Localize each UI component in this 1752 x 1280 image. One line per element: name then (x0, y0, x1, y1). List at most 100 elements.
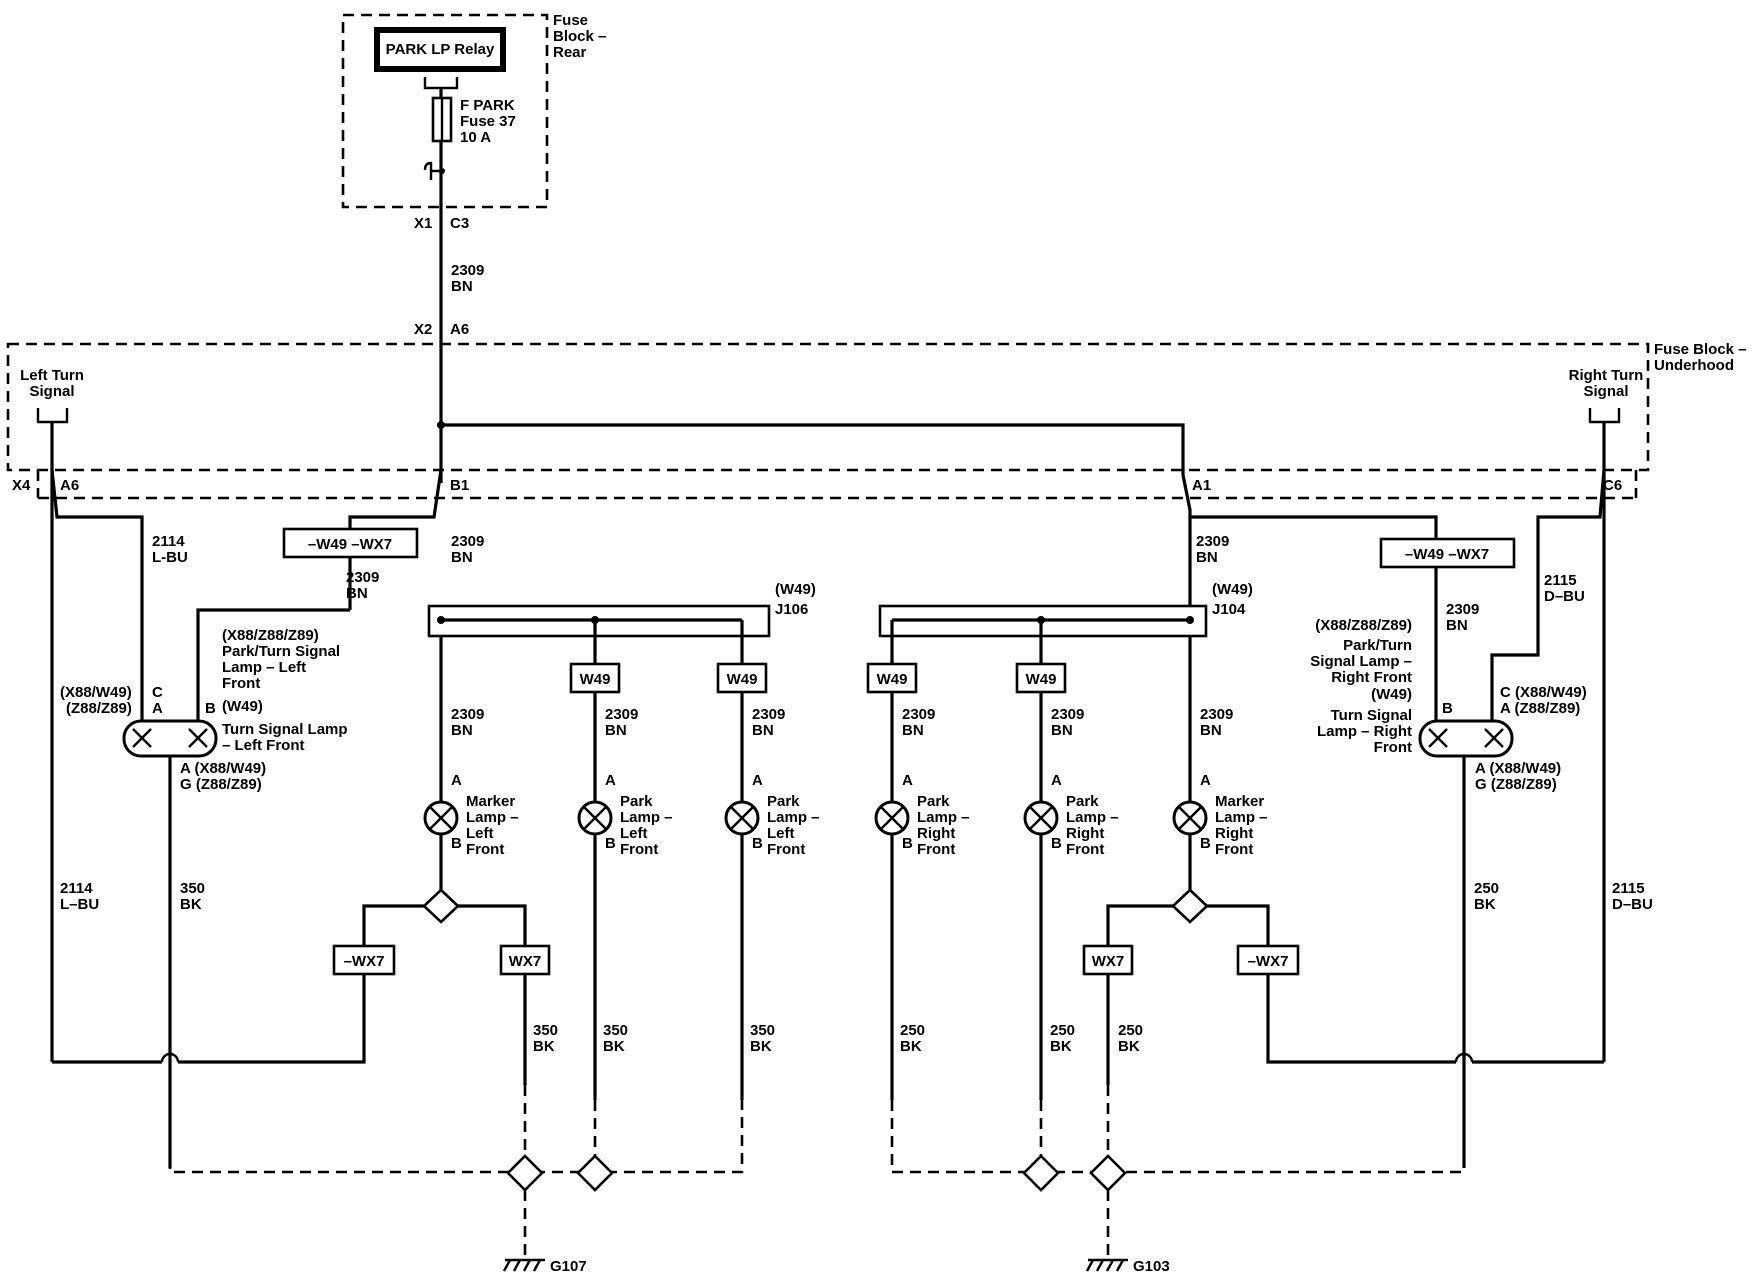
lamp-bulb-icon (1023, 800, 1059, 836)
option-w49-4 (1015, 662, 1067, 694)
option-neg-w49-wx7-right (1379, 537, 1516, 569)
wire-2114-top-1: 2114 (152, 533, 185, 550)
fuse-label-3: 10 A (460, 129, 491, 146)
right-turn-desc-3: Signal Lamp – (1310, 653, 1412, 670)
right-turn-signal-label-2: Signal (1583, 383, 1628, 400)
left-turn-conn-bottom-1: A (X88/W49) (180, 760, 266, 777)
right-turn-pin-b: B (1442, 700, 1453, 717)
left-turn-desc-2: Park/Turn Signal (222, 643, 340, 660)
right-turn-conn-bottom-1: A (X88/W49) (1475, 760, 1561, 777)
fuse-block-rear: Fuse Block – Rear PARK LP Relay F PARK F… (341, 12, 606, 232)
ground-g107-icon (502, 1258, 545, 1272)
option-neg-wx7-right-label: –WX7 (1248, 953, 1289, 970)
right-turn-conn-bottom-2: G (Z88/Z89) (1475, 776, 1557, 793)
right-turn-signal-label-1: Right Turn (1569, 367, 1644, 384)
left-turn-desc-5: (W49) (222, 698, 263, 715)
ground-splice-g103-a (1022, 1154, 1060, 1192)
lamp-bulb-icon (577, 800, 613, 836)
lamp-name-6-4: Front (1215, 841, 1253, 858)
left-turn-conn-opt-1: (X88/W49) (60, 684, 132, 701)
lamp-wire-2309-6: 2309 (1200, 706, 1233, 723)
splice-j104-label: J104 (1212, 601, 1246, 618)
wire-2309-b1-2: BN (451, 549, 473, 566)
conn-a6: A6 (450, 321, 469, 338)
left-turn-pin-b: B (205, 700, 216, 717)
wire-2114-bottom-2: L–BU (60, 896, 99, 913)
splice-j106-label: J106 (775, 601, 808, 618)
lamp-wire-2309-3: 2309 (752, 706, 785, 723)
lamp-pin-b-5: B (1051, 835, 1062, 852)
option-wx7-left (499, 944, 551, 976)
wire-2309-a1-2: BN (1196, 549, 1218, 566)
lamp-wire-bn-3: BN (752, 722, 774, 739)
lamp-name-2-2: Lamp – (620, 809, 673, 826)
fuse-block-rear-label-3: Rear (553, 44, 587, 61)
left-turn-signal-label-2: Signal (29, 383, 74, 400)
lamp-wire-bn-5: BN (1051, 722, 1073, 739)
lamp-name-1-2: Lamp – (466, 809, 519, 826)
lamp-name-6-3: Right (1215, 825, 1253, 842)
lamp-name-3-4: Front (767, 841, 805, 858)
lamp-name-5-3: Right (1066, 825, 1104, 842)
wire-2114-top-2: L-BU (152, 549, 188, 566)
lamp-pin-a-5: A (1051, 772, 1062, 789)
lamp-wire-bn-1: BN (451, 722, 473, 739)
lamp-pin-b-3: B (752, 835, 763, 852)
lamp-name-1-3: Left (466, 825, 494, 842)
wire-2309-left-opt-2: BN (346, 585, 368, 602)
fuse-block-terminal (423, 161, 441, 180)
option-w49-2 (716, 662, 768, 694)
fuse-block-underhood-label-2: Underhood (1654, 357, 1734, 374)
pin-b1: B1 (450, 477, 469, 494)
wire-250-c-1: 250 (1118, 1022, 1143, 1039)
left-turn-conn-a: A (152, 700, 163, 717)
pin-a6: A6 (60, 477, 79, 494)
lamp-bulb-icon (423, 800, 459, 836)
lamp-wire-bn-4: BN (902, 722, 924, 739)
option-neg-wx7-left-label: –WX7 (344, 953, 385, 970)
left-turn-desc-4: Front (222, 675, 260, 692)
wire-350-b-1: 350 (603, 1022, 628, 1039)
option-w49-2-label: W49 (727, 671, 758, 688)
right-turn-desc-5: (W49) (1371, 686, 1412, 703)
lamp-name-3-3: Left (767, 825, 795, 842)
wire-350-left-turn-2: BK (180, 896, 202, 913)
lamp-name-1-4: Front (466, 841, 504, 858)
right-turn-desc-4: Right Front (1331, 669, 1412, 686)
left-turn-signal-label-1: Left Turn (20, 367, 84, 384)
option-neg-wx7-right (1236, 944, 1300, 976)
wire-350-a-2: BK (533, 1038, 555, 1055)
park-lp-relay-label: PARK LP Relay (386, 41, 495, 58)
relay-terminal (423, 77, 459, 90)
lamp-pin-a-3: A (752, 772, 763, 789)
option-w49-1-label: W49 (580, 671, 611, 688)
right-turn-desc-1: (X88/Z88/Z89) (1315, 617, 1412, 634)
lamp-bulb-icon (1172, 800, 1208, 836)
left-turn-desc-6: Turn Signal Lamp (222, 721, 348, 738)
wire-350-c-1: 350 (750, 1022, 775, 1039)
option-neg-w49-wx7-right-label: –W49 –WX7 (1405, 546, 1489, 563)
lamp-name-2-1: Park (620, 793, 653, 810)
option-wx7-right (1082, 944, 1134, 976)
park-lp-relay-box (374, 27, 506, 72)
ground-g103-label: G103 (1133, 1258, 1170, 1275)
ground-splice-g103-b (1089, 1154, 1127, 1192)
lamp-name-5-4: Front (1066, 841, 1104, 858)
wire-2309-feed-2: BN (451, 278, 473, 295)
left-turn-conn-opt-2: (Z88/Z89) (66, 700, 132, 717)
option-w49-4-label: W49 (1026, 671, 1057, 688)
lamp-name-3-2: Lamp – (767, 809, 820, 826)
splice-j106-opt: (W49) (775, 581, 816, 598)
lamp-pin-b-2: B (605, 835, 616, 852)
lamp-name-4-3: Right (917, 825, 955, 842)
lamp-wire-2309-1: 2309 (451, 706, 484, 723)
lamp-name-4-1: Park (917, 793, 950, 810)
wire-2115-bottom-1: 2115 (1612, 880, 1645, 897)
right-turn-signal-terminal (1588, 408, 1621, 424)
lamp-wire-2309-5: 2309 (1051, 706, 1084, 723)
option-wx7-left-label: WX7 (509, 953, 542, 970)
lamp-name-2-4: Front (620, 841, 658, 858)
wire-2114-bottom-1: 2114 (60, 880, 93, 897)
